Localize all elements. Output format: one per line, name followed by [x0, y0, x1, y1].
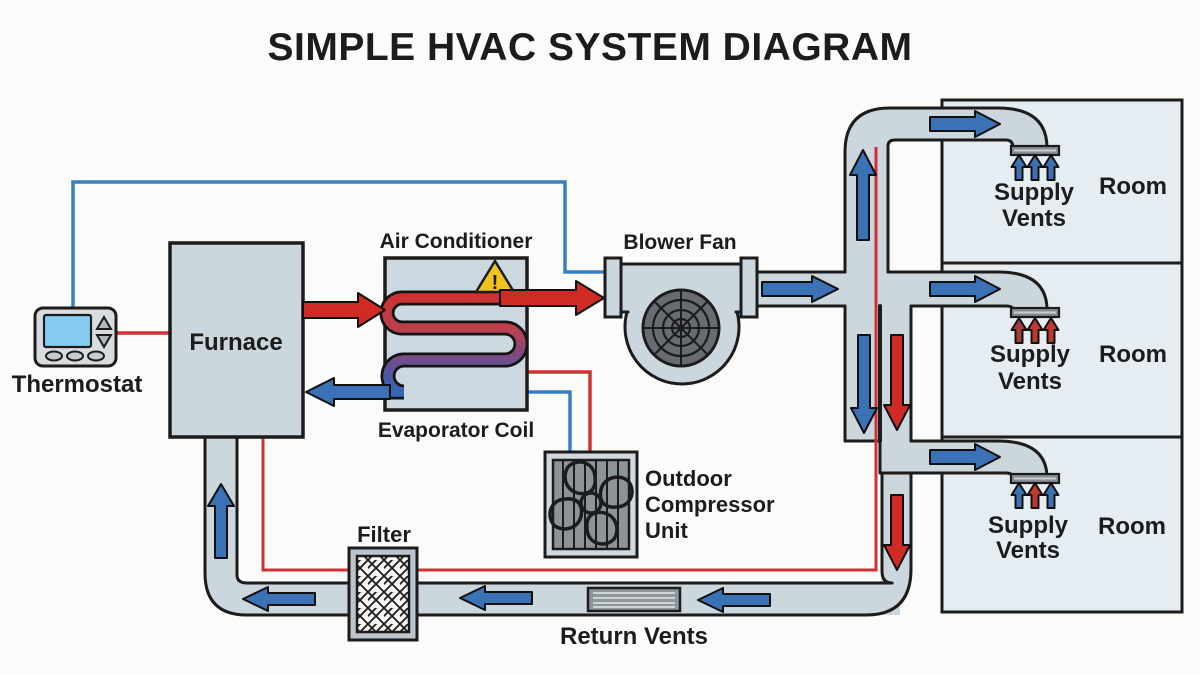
blower-inlet-flange	[603, 256, 623, 319]
supply-vent-2	[1009, 306, 1061, 319]
supply-vent-1	[1009, 144, 1061, 157]
blower-fan-label: Blower Fan	[623, 231, 736, 254]
supply-arrow-branch-1	[929, 110, 1001, 138]
flow-arrows	[207, 110, 1001, 613]
supply-vents-3-label-line1: Supply	[988, 512, 1069, 539]
evaporator-coil-label: Evaporator Coil	[378, 419, 534, 442]
down-arrow-red-upper	[883, 334, 911, 431]
thermostat-button-1[interactable]	[45, 350, 63, 362]
thermostat-screen	[42, 313, 93, 349]
compressor-bars	[562, 460, 619, 549]
thermostat-up-button[interactable]	[95, 315, 113, 330]
svg-text:!: !	[492, 272, 499, 294]
return-arrow-2	[459, 585, 533, 611]
thermostat-button-2[interactable]	[66, 350, 84, 362]
furnace-label: Furnace	[189, 329, 282, 356]
thermostat-button-3[interactable]	[87, 350, 105, 362]
return-arrow-1	[242, 586, 316, 612]
air-conditioner-unit: !	[334, 256, 570, 412]
refrigerant-suction-line	[527, 390, 572, 452]
supply-vents-2-label-line2: Vents	[998, 368, 1062, 395]
down-arrow-blue	[850, 334, 878, 434]
refrigerant-liquid-line	[527, 370, 592, 452]
thermostat-label: Thermostat	[12, 371, 143, 398]
blower-scroll-outline	[623, 310, 741, 386]
thermostat-device	[33, 306, 118, 368]
furnace-box	[168, 241, 305, 439]
thermostat-down-button[interactable]	[95, 334, 113, 349]
furnace-return-duct-fill	[205, 437, 252, 615]
return-vent-grille	[586, 586, 682, 613]
outdoor-compressor-unit	[543, 450, 639, 559]
hot-air-arrow-coil-to-blower	[499, 280, 605, 316]
evaporator-coil-tube	[337, 293, 567, 397]
down-arrow-red-lower	[883, 494, 911, 571]
return-arrow-3	[697, 587, 771, 613]
blower-outlet-flange	[739, 256, 759, 319]
refrigerant-hot-line	[261, 147, 878, 572]
return-arrow-up-to-furnace	[207, 483, 235, 559]
filter-media	[355, 554, 411, 634]
compressor-label-line2: Compressor	[645, 492, 775, 517]
riser-branch1-fill	[845, 108, 1047, 272]
compressor-label-line1: Outdoor	[645, 466, 732, 491]
hot-air-arrow-furnace-to-coil	[302, 292, 386, 328]
blower-fan-icon	[641, 288, 721, 368]
return-vents-label: Return Vents	[560, 623, 708, 650]
supply-vents-2-label-line1: Supply	[990, 341, 1071, 368]
air-conditioner-label: Air Conditioner	[380, 230, 533, 253]
supply-arrow-branch-2	[929, 275, 1001, 303]
supply-arrow-blower-out	[761, 275, 839, 303]
room-1-label: Room	[1099, 173, 1167, 200]
supply-arrow-riser-up	[849, 149, 877, 241]
room-3-label: Room	[1098, 513, 1166, 540]
cool-air-arrow-to-furnace	[305, 377, 391, 407]
room-2-label: Room	[1099, 341, 1167, 368]
warning-icon: !	[474, 259, 516, 294]
compressor-label-line3: Unit	[645, 518, 688, 543]
supply-vent-3	[1009, 472, 1061, 485]
return-duct-fill	[240, 583, 900, 615]
thermostat-cool-wire	[71, 180, 605, 308]
supply-vents-1-label-line1: Supply	[994, 179, 1075, 206]
supply-vents-1-label-line2: Vents	[1002, 205, 1066, 232]
supply-arrow-branch-3	[929, 443, 1001, 471]
filter-unit	[347, 546, 419, 642]
page-title: SIMPLE HVAC SYSTEM DIAGRAM	[268, 26, 913, 69]
supply-vents-3-label-line2: Vents	[996, 537, 1060, 564]
filter-label: Filter	[357, 522, 411, 547]
